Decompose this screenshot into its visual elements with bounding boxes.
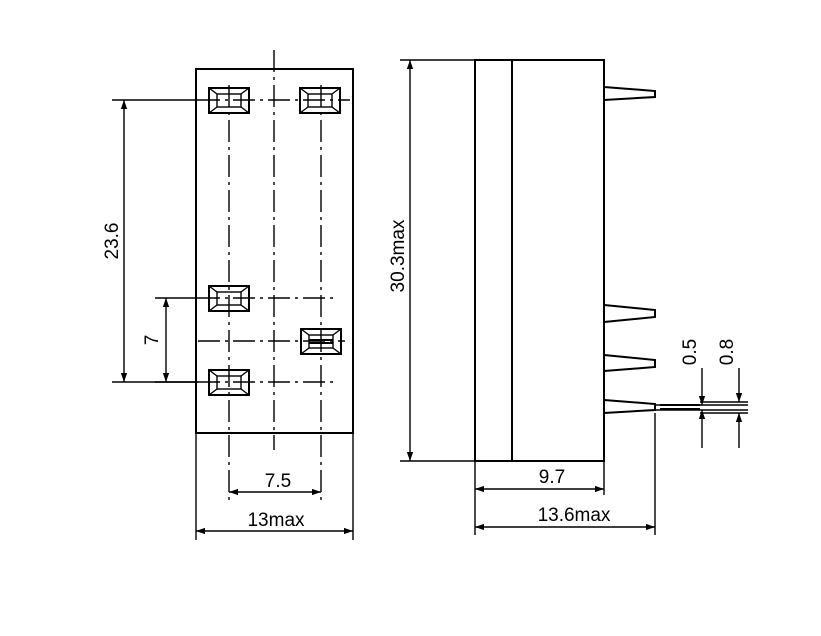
side-pin-3 [603,354,656,372]
pin-mid-right [300,328,342,355]
relay-outline-side [474,59,605,462]
dim-label-23-6: 23.6 [102,223,123,260]
dim-label-7-5: 7.5 [265,471,291,492]
dim-label-0-5: 0.5 [680,339,701,365]
dim-label-9-7: 9.7 [539,467,565,488]
side-pin-4 [603,399,656,414]
dim-label-13max: 13max [247,510,305,531]
side-pin-1 [603,86,656,101]
dim-label-30-3max: 30.3max [388,219,409,292]
dim-label-7: 7 [142,335,163,346]
pin-top-right [299,87,341,114]
pin-mid-left [208,285,250,312]
side-pin-2 [603,304,656,323]
side-view: 30.3max 9.7 13.6max 0.5 0.8 [388,59,748,535]
pin-top-left [208,87,250,114]
bottom-view: 23.6 7 7.5 13max [102,50,354,540]
dim-label-13-6max: 13.6max [538,505,611,526]
pin-bottom-left [208,369,250,396]
dim-label-0-8: 0.8 [717,339,738,365]
